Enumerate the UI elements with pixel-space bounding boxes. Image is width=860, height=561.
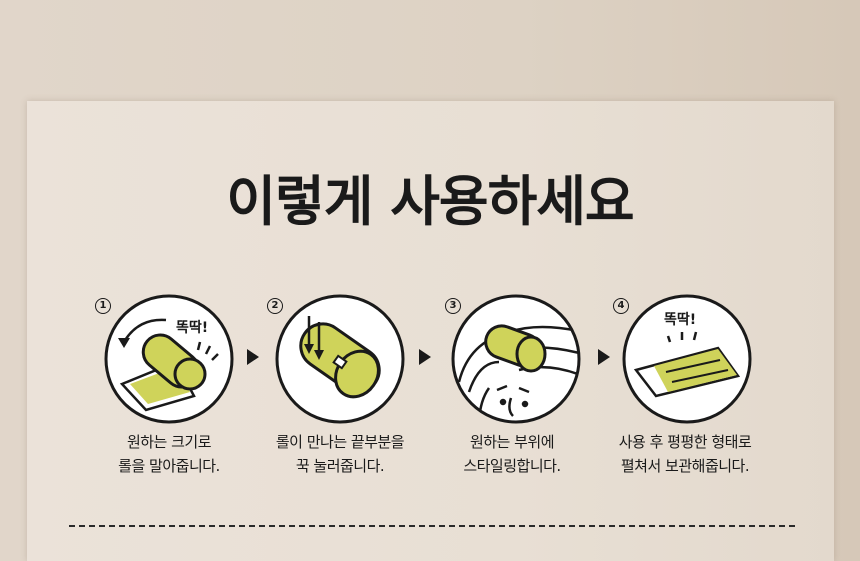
roll-sheet-icon: 똑딱! <box>104 294 234 424</box>
press-roll-icon <box>275 294 405 424</box>
caption-line: 펼쳐서 보관해줍니다. <box>620 457 750 475</box>
step-1: 1 똑딱! 원하는 크기로 롤을 말아줍니다. <box>84 294 254 494</box>
step-caption: 원하는 부위에 스타일링합니다. <box>427 430 597 478</box>
next-arrow-icon <box>419 349 431 365</box>
step-2: 2 롤이 만나는 끝부분을 꾹 눌러줍니다. <box>255 294 425 494</box>
page-title: 이렇게 사용하세요 <box>226 170 634 233</box>
next-arrow-icon <box>247 349 259 365</box>
step-caption: 롤이 만나는 끝부분을 꾹 눌러줍니다. <box>255 430 425 478</box>
step-number-badge: 1 <box>95 298 111 314</box>
sound-effect-text: 똑딱! <box>176 319 208 336</box>
caption-line: 꾹 눌러줍니다. <box>295 457 385 475</box>
caption-line: 스타일링합니다. <box>463 457 561 475</box>
caption-line: 원하는 크기로 <box>126 433 212 451</box>
step-caption: 원하는 크기로 롤을 말아줍니다. <box>84 430 254 478</box>
caption-line: 사용 후 평평한 형태로 <box>618 433 752 451</box>
step-3: 3 원하는 부위에 스타일링합니다. <box>427 294 597 494</box>
dashed-divider <box>69 525 795 527</box>
sound-effect-text: 똑딱! <box>664 311 696 328</box>
step-number-badge: 2 <box>267 298 283 314</box>
step-4: 4 똑딱! 사용 후 평평한 형태로 펼쳐서 보관해줍니다. <box>600 294 770 494</box>
caption-line: 롤이 만나는 끝부분을 <box>275 433 405 451</box>
flat-sheet-icon: 똑딱! <box>622 294 752 424</box>
step-caption: 사용 후 평평한 형태로 펼쳐서 보관해줍니다. <box>600 430 770 478</box>
caption-line: 원하는 부위에 <box>469 433 555 451</box>
hair-styling-icon <box>451 294 581 424</box>
next-arrow-icon <box>598 349 610 365</box>
caption-line: 롤을 말아줍니다. <box>118 457 220 475</box>
step-number-badge: 3 <box>445 298 461 314</box>
step-number-badge: 4 <box>613 298 629 314</box>
